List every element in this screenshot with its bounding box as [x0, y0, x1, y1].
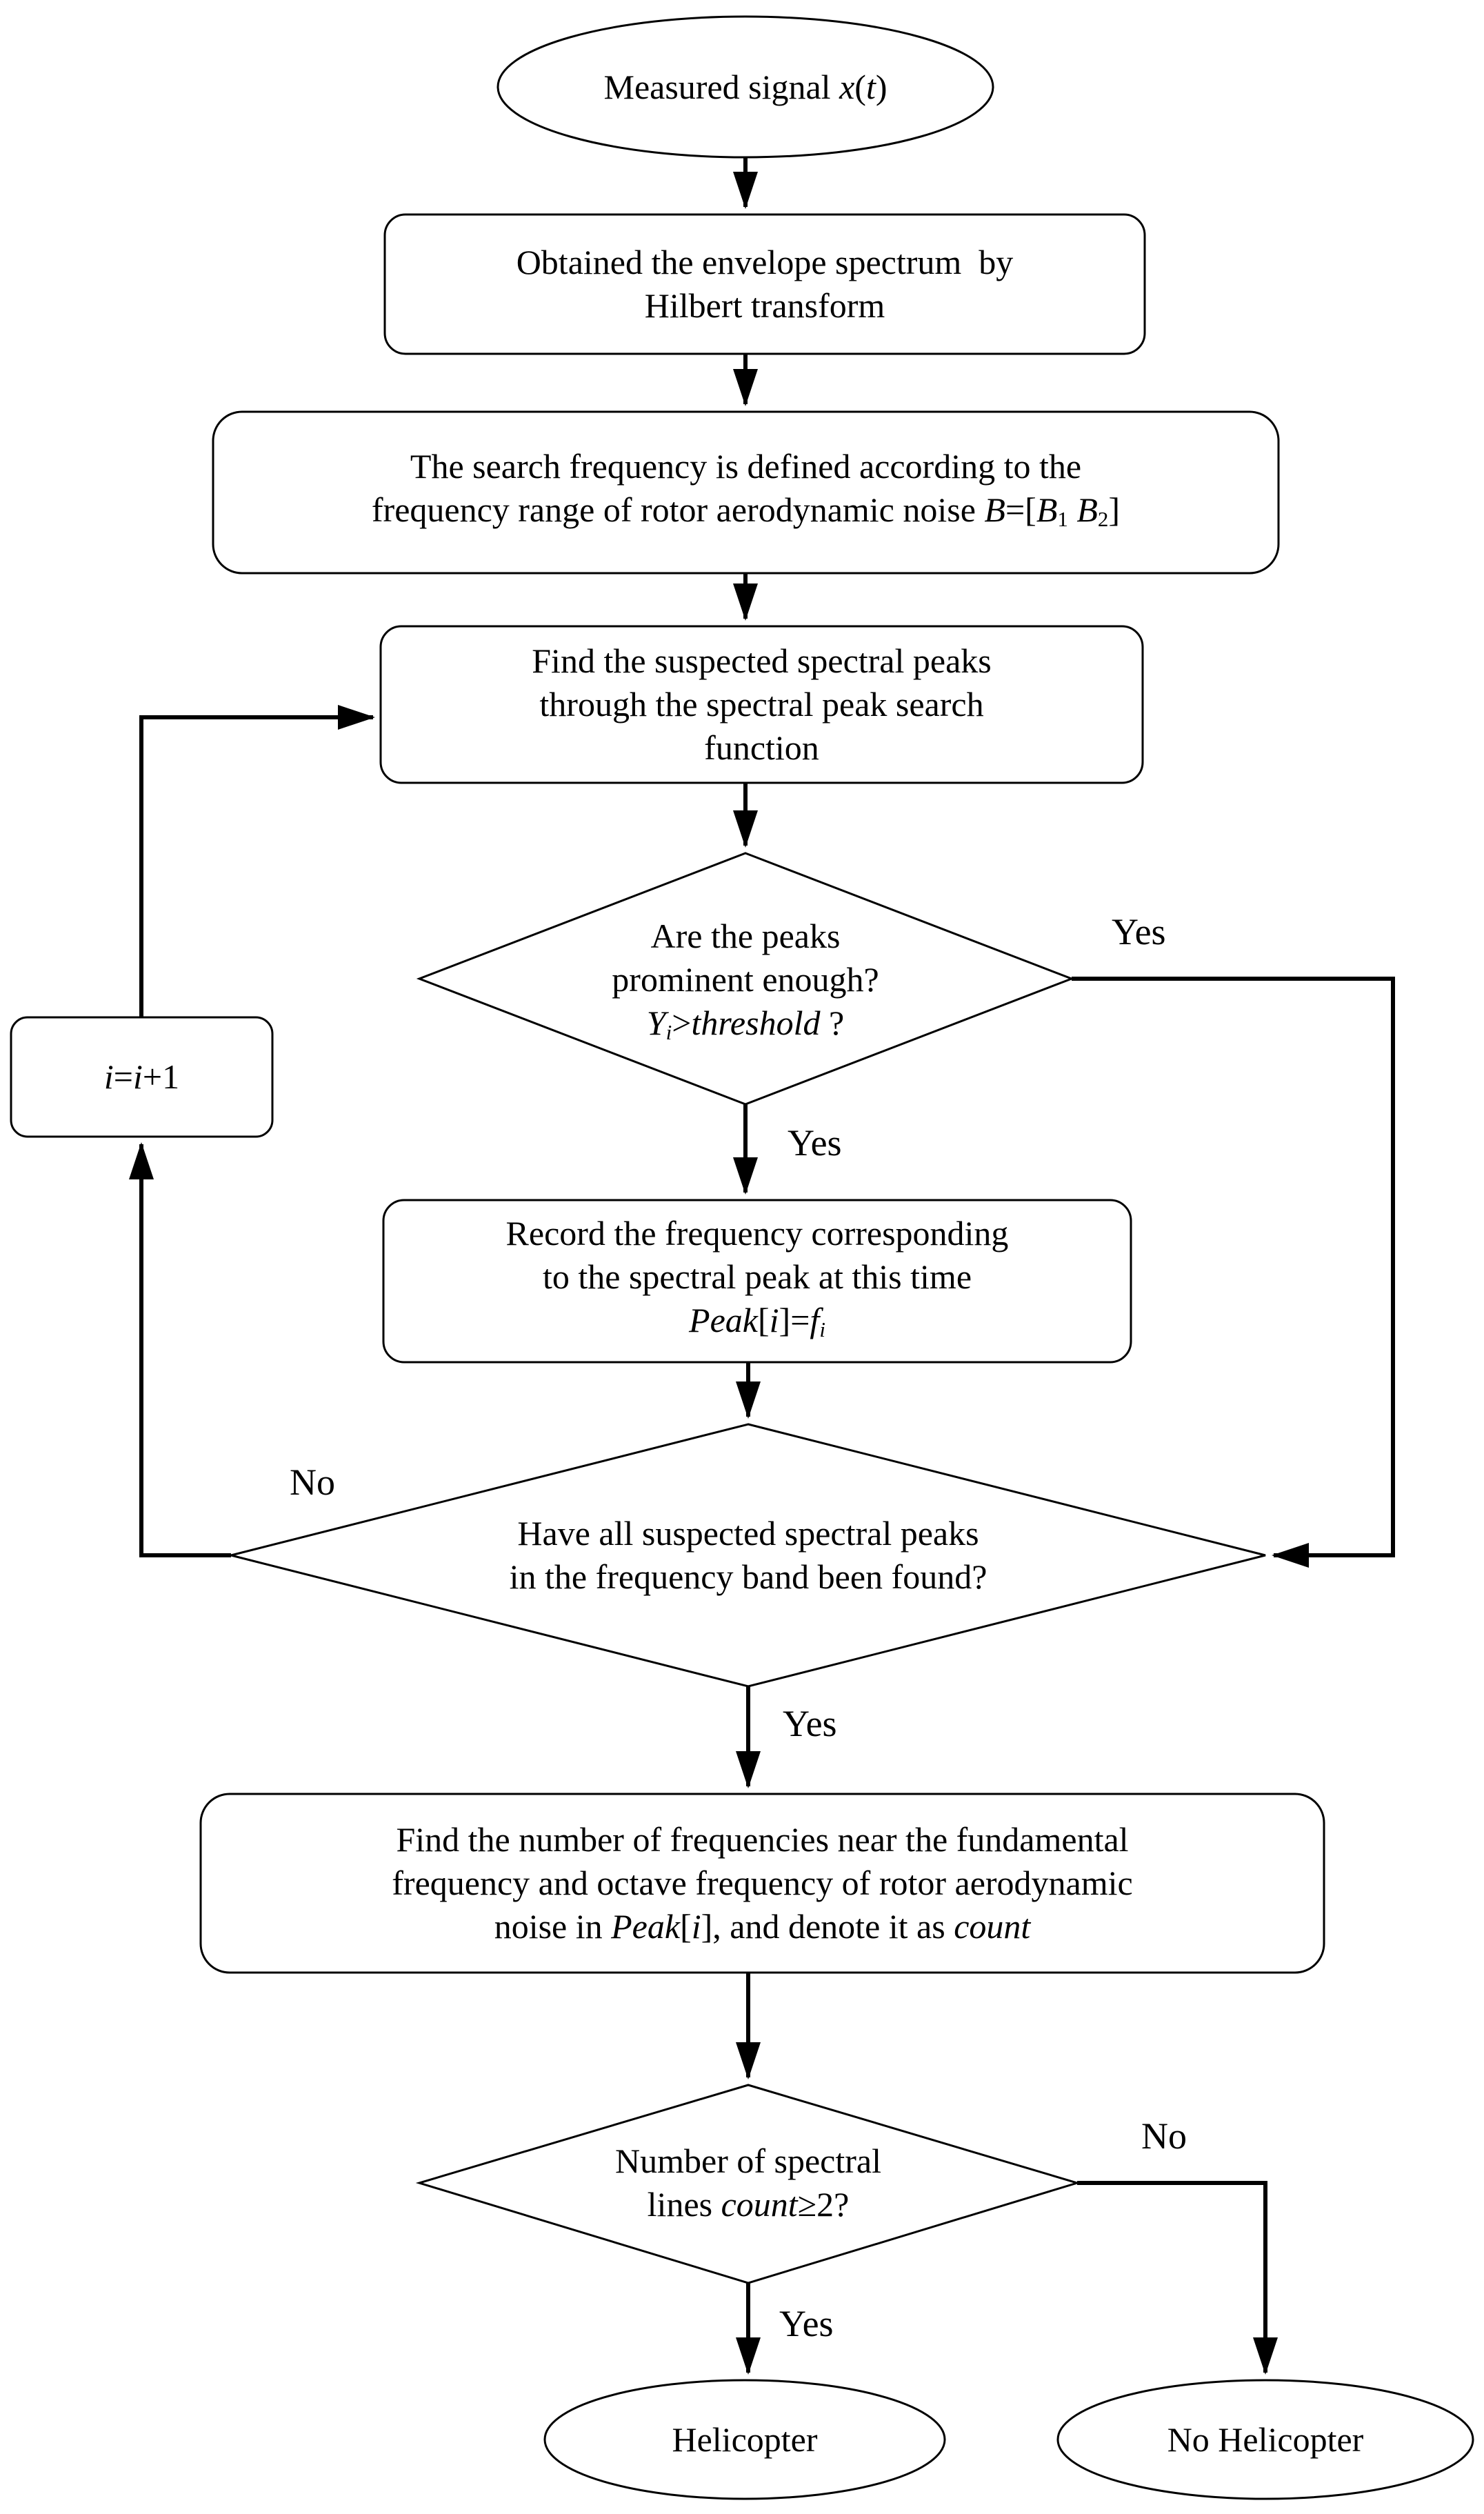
start-terminator-shape	[497, 15, 994, 159]
process-record-frequency-shape	[382, 1199, 1132, 1364]
arrow-decision1-yes-right	[1072, 977, 1395, 1568]
arrow-increment-to-findpeaks	[139, 705, 375, 1017]
text-line: Peak[i]=fi	[689, 1300, 825, 1341]
process-count-frequencies-shape	[199, 1793, 1325, 1974]
label-yes-decision1-right: Yes	[1112, 911, 1166, 952]
text-line: Have all suspected spectral peaks	[517, 1514, 979, 1553]
label-yes-decision1-down: Yes	[788, 1122, 842, 1164]
text-line: Find the suspected spectral peaks	[532, 641, 992, 680]
arrow-decision3-no-right	[1077, 2181, 1278, 2375]
text-line: Record the frequency corresponding	[505, 1213, 1009, 1253]
decision-count-check: Number of spectral lines count≥2?	[472, 2138, 1024, 2228]
text-line: No Helicopter	[1167, 2420, 1364, 2459]
text-line: Are the peaks	[650, 917, 841, 956]
end-helicopter-shape	[543, 2379, 946, 2500]
process-count-frequencies: Find the number of frequencies near the …	[201, 1802, 1324, 1964]
end-helicopter: Helicopter	[545, 2405, 945, 2474]
process-increment: i=i+1	[11, 1017, 272, 1137]
process-record-frequency: Record the frequency corresponding to th…	[383, 1208, 1131, 1354]
text-line: Measured signal x(t)	[603, 67, 888, 106]
decision-all-peaks-found: Have all suspected spectral peaks in the…	[334, 1507, 1162, 1604]
text-line: Find the number of frequencies near the …	[396, 1820, 1129, 1859]
decision-peaks-prominent: Are the peaks prominent enough? Yi>thres…	[470, 912, 1021, 1057]
text-line: Number of spectral	[615, 2142, 881, 2180]
process-hilbert-shape	[383, 213, 1146, 355]
process-find-peaks: Find the suspected spectral peaks throug…	[381, 635, 1143, 775]
arrow-decision2-no-to-increment	[129, 1142, 231, 1557]
text-line: through the spectral peak search	[539, 685, 984, 724]
text-line: Yi>threshold ?	[646, 1004, 845, 1044]
end-no-helicopter-shape	[1056, 2379, 1474, 2500]
text-line: prominent enough?	[612, 960, 879, 999]
label-yes-decision2-down: Yes	[783, 1703, 837, 1744]
label-no-decision2-left: No	[290, 1461, 335, 1503]
text-line: to the spectral peak at this time	[542, 1257, 972, 1296]
text-line: Obtained the envelope spectrum by	[516, 243, 1014, 281]
text-line: The search frequency is defined accordin…	[410, 446, 1082, 486]
text-line: Hilbert transform	[644, 286, 885, 325]
text-line: frequency and octave frequency of rotor …	[392, 1864, 1133, 1902]
label-no-decision3-right: No	[1141, 2115, 1187, 2157]
process-hilbert: Obtained the envelope spectrum by Hilber…	[385, 223, 1145, 346]
label-yes-decision3-down: Yes	[779, 2303, 834, 2344]
text-line: lines count≥2?	[647, 2185, 850, 2224]
end-no-helicopter: No Helicopter	[1058, 2405, 1473, 2474]
text-line: frequency range of rotor aerodynamic noi…	[371, 490, 1121, 531]
process-find-peaks-shape	[379, 625, 1144, 784]
text-line: in the frequency band been found?	[509, 1557, 987, 1596]
text-line: i=i+1	[103, 1057, 180, 1096]
start-terminator: Measured signal x(t)	[497, 52, 994, 121]
text-line: Helicopter	[672, 2420, 818, 2459]
text-line: function	[704, 728, 819, 767]
process-search-frequency: The search frequency is defined accordin…	[213, 424, 1279, 561]
text-line: noise in Peak[i], and denote it as count	[494, 1907, 1031, 1946]
